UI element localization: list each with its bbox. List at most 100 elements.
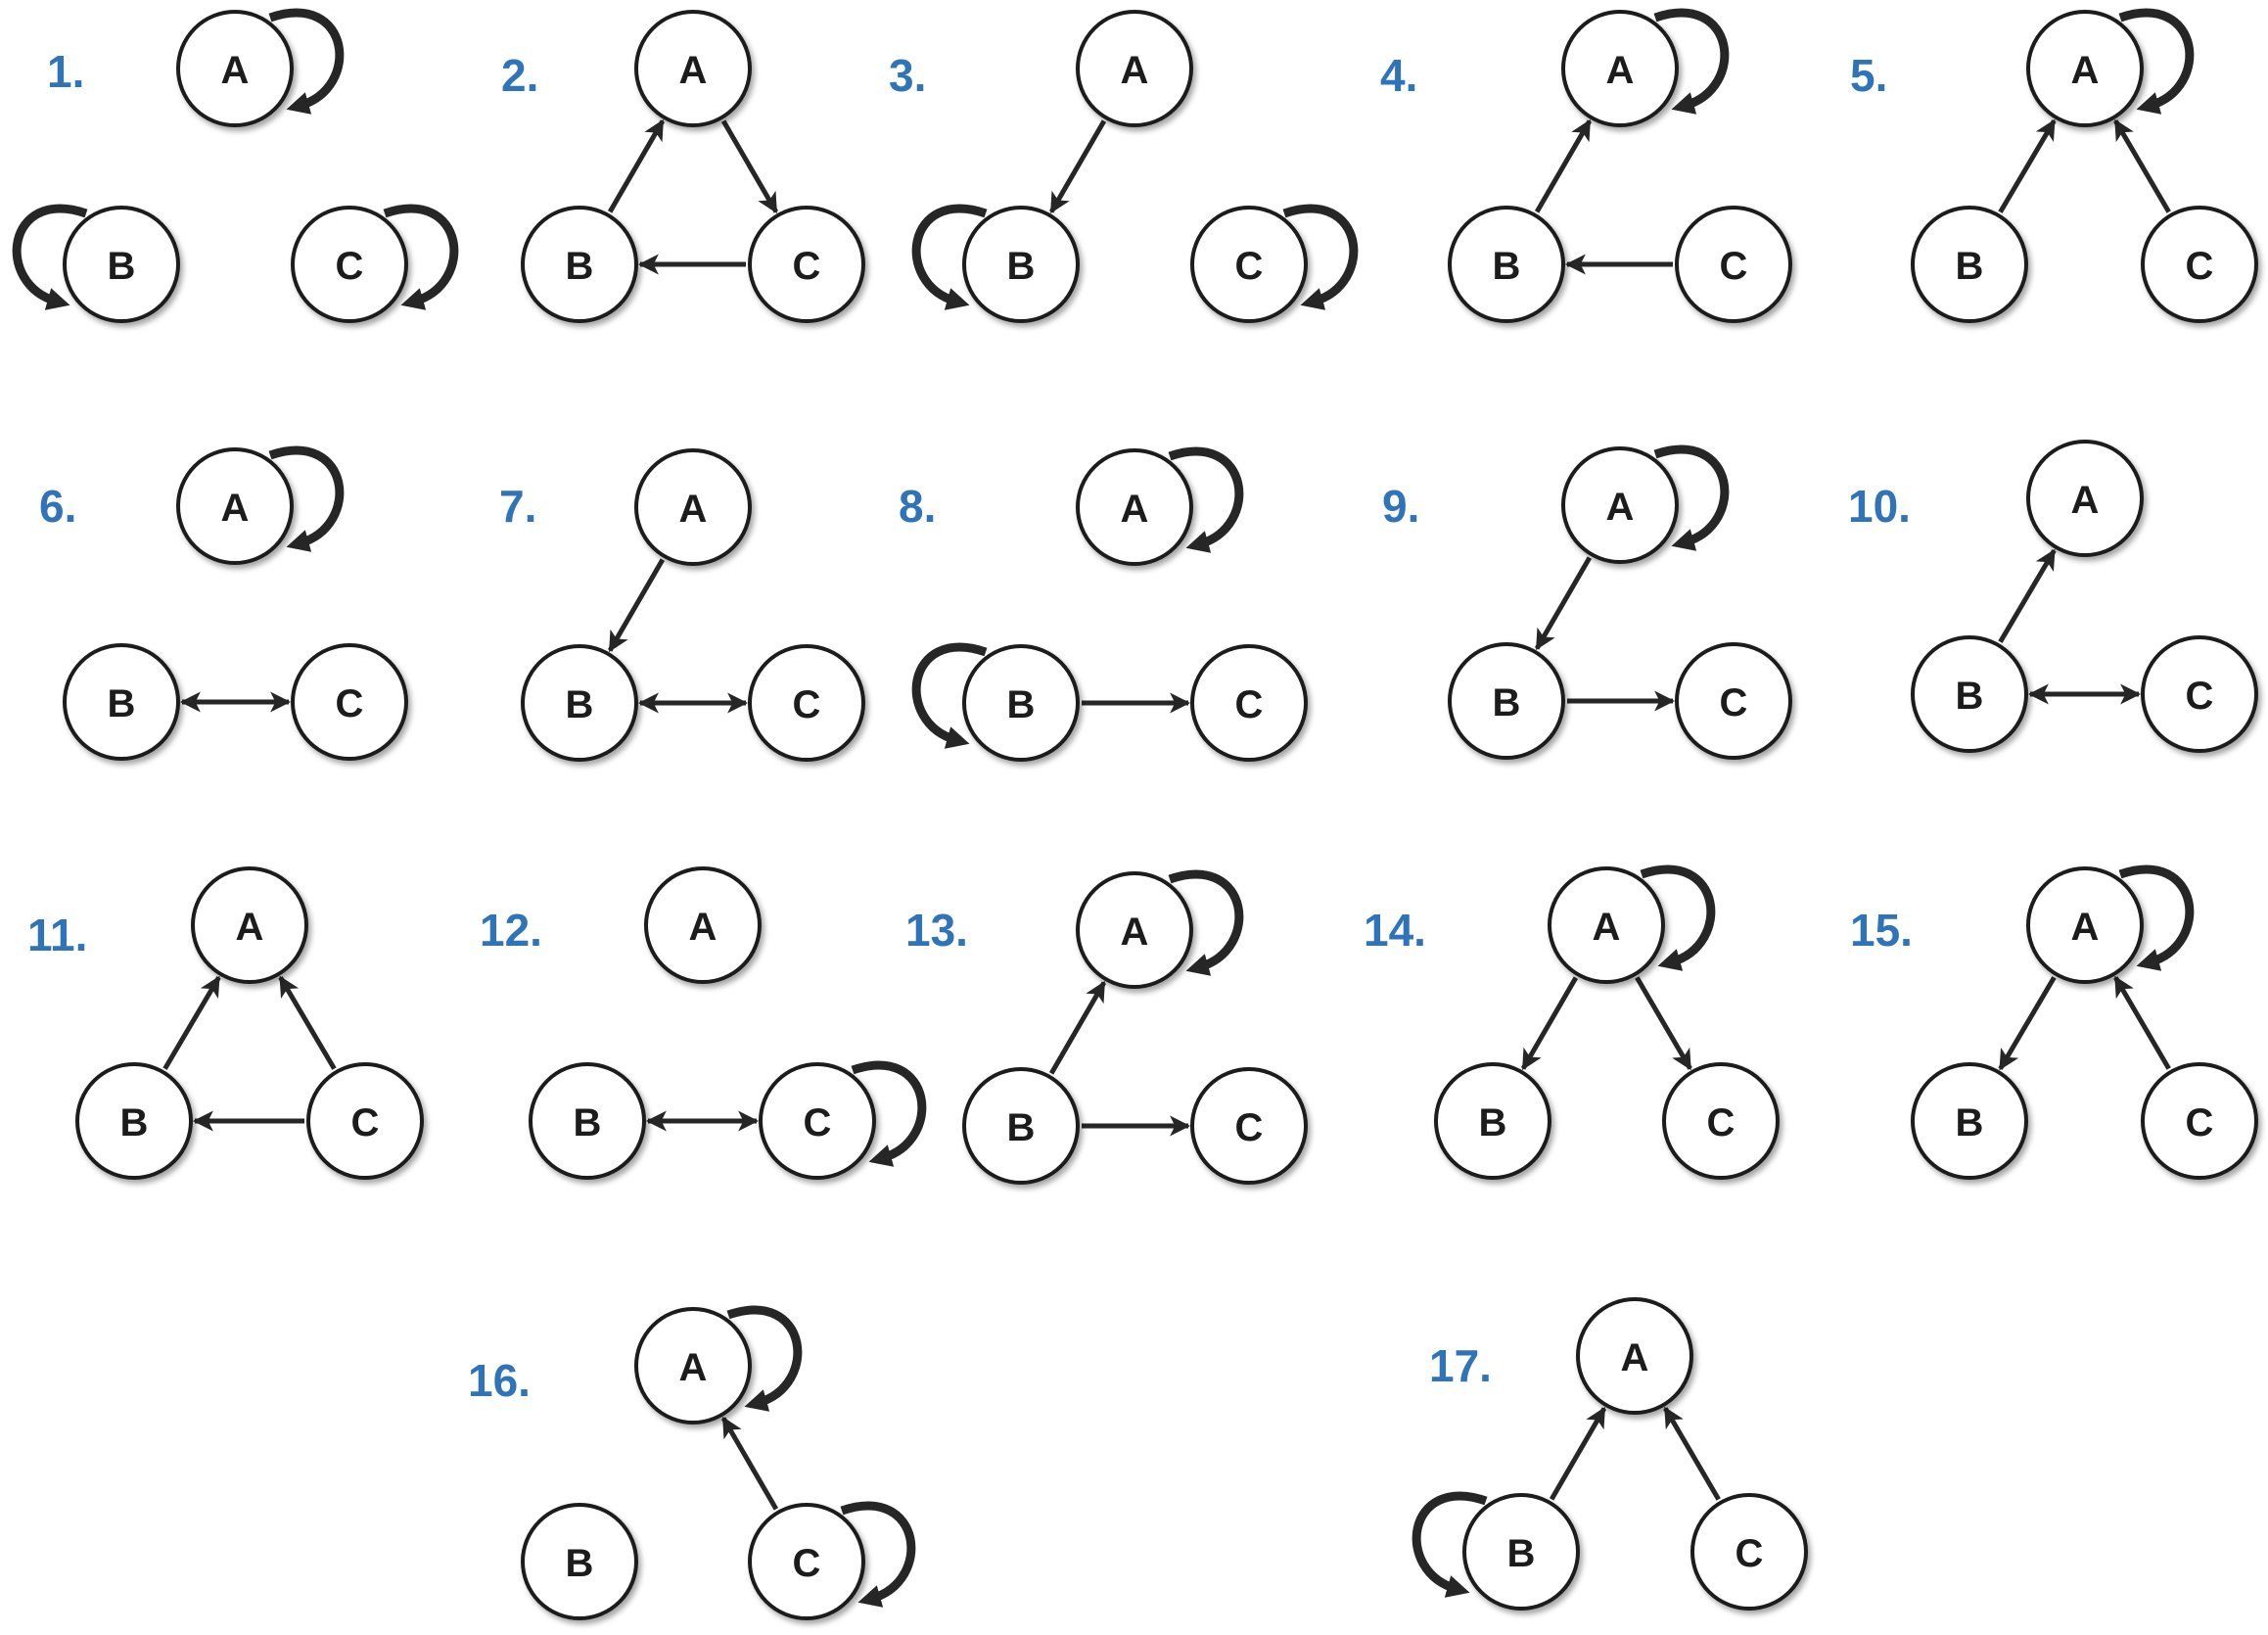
self-loop-C: [383, 204, 459, 310]
node-label: C: [2186, 1101, 2214, 1144]
node-B: B: [1448, 206, 1565, 323]
node-label: B: [566, 683, 594, 726]
self-loop-C: [840, 1501, 916, 1608]
node-B: B: [63, 643, 180, 761]
node-A: A: [1561, 446, 1679, 564]
self-loop-C: [851, 1060, 927, 1167]
node-circle: [1190, 1067, 1308, 1185]
node-B: B: [521, 1503, 638, 1620]
edge-B-A: [1549, 1406, 1607, 1501]
node-label: A: [679, 1346, 708, 1389]
self-loop-A: [268, 8, 345, 115]
panel-number: 5.: [1850, 50, 1887, 101]
node-B: B: [1911, 635, 2028, 753]
edge-C-A: [1663, 1406, 1721, 1501]
edge-C-A: [2113, 975, 2171, 1070]
node-circle: [176, 10, 294, 127]
node-label: A: [236, 906, 264, 949]
node-B: B: [521, 206, 638, 323]
node-circle: [521, 1503, 638, 1620]
node-A: A: [1076, 448, 1193, 566]
node-A: A: [1548, 866, 1665, 984]
node-circle: [1448, 206, 1565, 323]
node-A: A: [1576, 1297, 1693, 1415]
node-C: C: [1190, 1067, 1308, 1185]
node-circle: [1911, 1062, 2028, 1180]
node-circle: [2141, 206, 2258, 323]
self-loop-A: [2118, 864, 2195, 971]
node-A: A: [2026, 10, 2144, 127]
node-circle: [2141, 1062, 2258, 1180]
node-B: B: [521, 644, 638, 762]
node-circle: [1448, 642, 1565, 760]
node-circle: [1076, 448, 1193, 566]
panel-number: 4.: [1380, 50, 1417, 101]
node-C: C: [748, 644, 865, 762]
node-circle: [521, 206, 638, 323]
edge-B-A: [1534, 118, 1593, 213]
node-circle: [634, 10, 752, 127]
node-label: C: [1235, 683, 1264, 726]
node-label: B: [1479, 1101, 1507, 1144]
node-circle: [1548, 866, 1665, 984]
node-C: C: [2141, 206, 2258, 323]
self-loop-A: [1168, 446, 1244, 553]
node-label: A: [1606, 49, 1635, 92]
panel-number: 8.: [899, 481, 936, 532]
node-C: C: [291, 206, 408, 323]
node-label: C: [1707, 1101, 1736, 1144]
node-circle: [1434, 1062, 1551, 1180]
node-circle: [521, 644, 638, 762]
edge-C-A: [278, 975, 337, 1070]
node-A: A: [176, 447, 294, 565]
panel-number: 12.: [480, 905, 542, 956]
node-C: C: [306, 1062, 424, 1180]
node-label: C: [793, 1542, 821, 1585]
self-loop-A: [726, 1305, 803, 1412]
edge-B-A: [1048, 980, 1107, 1075]
node-label: A: [1121, 49, 1149, 92]
self-loop-B: [911, 204, 988, 310]
edge-B-A: [1998, 118, 2057, 213]
self-loop-A: [1653, 444, 1730, 551]
node-C: C: [748, 1503, 865, 1620]
node-label: C: [804, 1101, 832, 1144]
node-C: C: [2141, 1062, 2258, 1180]
node-A: A: [176, 10, 294, 127]
node-circle: [1576, 1297, 1693, 1415]
node-C: C: [1190, 206, 1308, 323]
node-label: A: [689, 906, 717, 949]
node-circle: [176, 447, 294, 565]
node-circle: [2026, 10, 2144, 127]
panel-number: 3.: [889, 50, 926, 101]
panel-number: 1.: [47, 46, 84, 97]
node-circle: [962, 206, 1080, 323]
node-A: A: [644, 866, 762, 984]
node-circle: [2026, 866, 2144, 984]
node-A: A: [634, 10, 752, 127]
self-loop-A: [1168, 869, 1244, 976]
edge-A-B: [1048, 119, 1107, 214]
node-label: B: [1507, 1532, 1536, 1575]
panel-number: 11.: [27, 910, 87, 960]
node-circle: [962, 644, 1080, 762]
node-circle: [63, 206, 180, 323]
node-circle: [191, 866, 308, 984]
node-label: A: [2071, 49, 2100, 92]
node-A: A: [1076, 10, 1193, 127]
node-label: B: [1956, 245, 1984, 288]
node-circle: [291, 206, 408, 323]
self-loop-C: [1282, 204, 1359, 310]
node-C: C: [1675, 642, 1792, 760]
node-A: A: [634, 1307, 752, 1425]
panel-number: 17.: [1429, 1340, 1492, 1391]
